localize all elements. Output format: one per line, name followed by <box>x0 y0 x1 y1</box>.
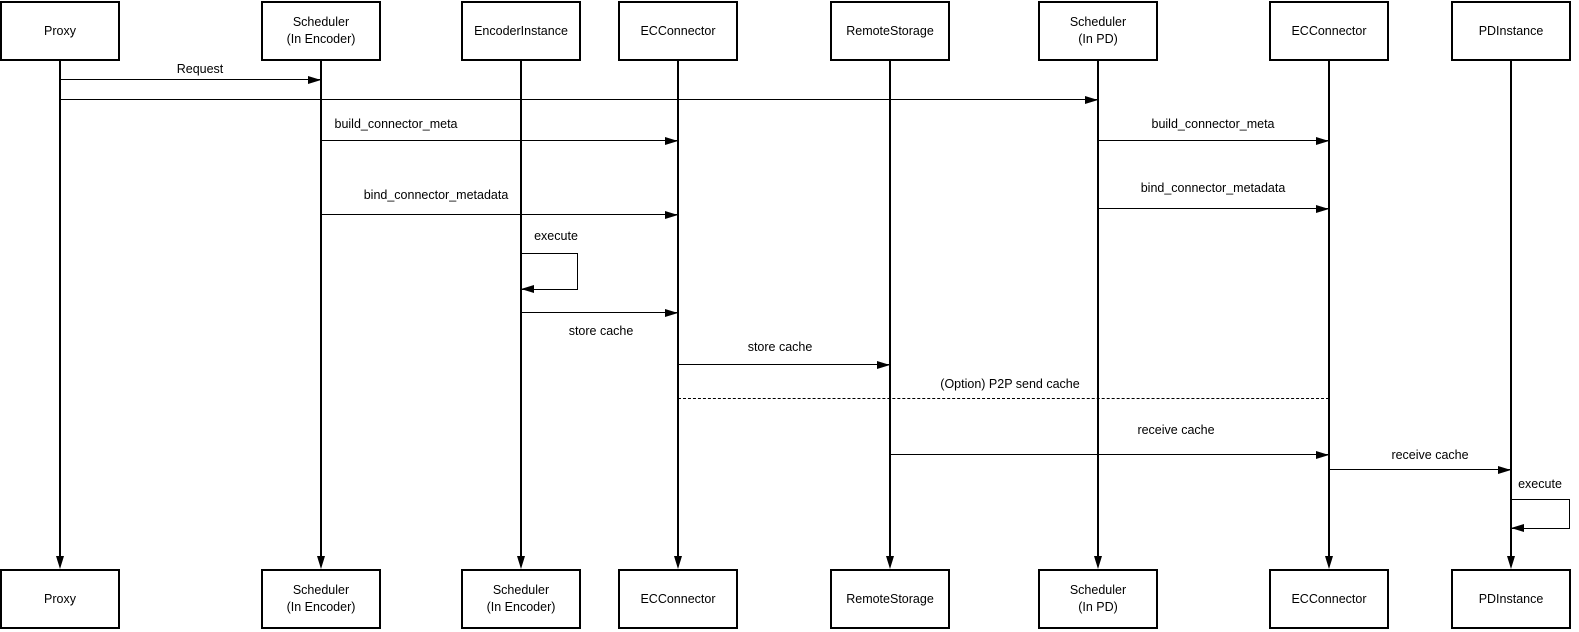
pd-instance-lifeline <box>1510 61 1512 566</box>
encoder-instance-lifeline <box>520 61 522 566</box>
receive-cache-from-remote-line <box>890 454 1329 456</box>
store-cache-to-remote-storage-label: store cache <box>747 340 813 354</box>
scheduler-in-encoder-bottom-label: Scheduler <box>292 583 350 598</box>
ec-connector-pd-lifeline-arrowhead <box>1324 556 1333 569</box>
pd-instance-top-label: PDInstance <box>1478 23 1544 38</box>
bind-connector-metadata-pd-arrowhead <box>1316 204 1329 213</box>
proxy-top-label: Proxy <box>44 23 76 38</box>
ec-connector-pd-bottom-box: ECConnector <box>1269 569 1389 629</box>
ec-connector-encoder-lifeline <box>677 61 679 566</box>
request-label: Request <box>176 62 224 76</box>
pd-instance-bottom-box: PDInstance <box>1451 569 1571 629</box>
ec-connector-encoder-lifeline-arrowhead <box>673 556 682 569</box>
ec-connector-pd-bottom-label: ECConnector <box>1291 591 1367 606</box>
proxy-lifeline-arrowhead <box>55 556 64 569</box>
encoder-instance-top-box: EncoderInstance <box>461 1 581 61</box>
ec-connector-pd-lifeline <box>1328 61 1330 566</box>
remote-storage-bottom-label: RemoteStorage <box>846 591 934 606</box>
store-cache-to-ecconnector-arrowhead <box>665 308 678 317</box>
proxy-lifeline <box>59 61 61 566</box>
pd-instance-bottom-label: PDInstance <box>1478 591 1544 606</box>
build-connector-meta-pd-label: build_connector_meta <box>1151 117 1275 131</box>
encoder-instance-bottom-label: Scheduler <box>492 583 550 598</box>
remote-storage-lifeline <box>889 61 891 566</box>
ec-connector-encoder-top-label: ECConnector <box>640 23 716 38</box>
receive-cache-to-pdinstance-line <box>1329 469 1511 471</box>
proxy-top-box: Proxy <box>0 1 120 61</box>
p2p-send-cache-line <box>678 398 1329 400</box>
pd-instance-top-box: PDInstance <box>1451 1 1571 61</box>
pd-instance-lifeline-arrowhead <box>1506 556 1515 569</box>
execute-encoder-label: execute <box>534 229 578 243</box>
bind-connector-metadata-encoder-label: bind_connector_metadata <box>363 188 509 202</box>
build-connector-meta-encoder-arrowhead <box>665 136 678 145</box>
p2p-send-cache-label: (Option) P2P send cache <box>940 377 1080 391</box>
execute-pd-label: execute <box>1518 477 1562 491</box>
build-connector-meta-pd-line <box>1098 140 1329 142</box>
bind-connector-metadata-encoder-line <box>321 214 678 216</box>
execute-encoder-arrowhead <box>521 284 534 293</box>
build-connector-meta-encoder-line <box>321 140 678 142</box>
build-connector-meta-encoder-label: build_connector_meta <box>334 117 458 131</box>
receive-cache-from-remote-arrowhead <box>1316 450 1329 459</box>
scheduler-in-encoder-top-box: Scheduler (In Encoder) <box>261 1 381 61</box>
scheduler-in-pd-top-label: Scheduler <box>1069 15 1127 30</box>
scheduler-in-pd-bottom-label: (In PD) <box>1078 600 1118 614</box>
scheduler-in-pd-bottom-box: Scheduler (In PD) <box>1038 569 1158 629</box>
build-connector-meta-pd-arrowhead <box>1316 136 1329 145</box>
remote-storage-bottom-box: RemoteStorage <box>830 569 950 629</box>
ec-connector-pd-top-label: ECConnector <box>1291 23 1367 38</box>
scheduler-in-encoder-lifeline-arrowhead <box>316 556 325 569</box>
proxy-to-pd-scheduler-line <box>60 99 1098 101</box>
remote-storage-top-box: RemoteStorage <box>830 1 950 61</box>
request-line <box>60 79 321 81</box>
execute-encoder-loop <box>521 253 578 290</box>
scheduler-in-encoder-bottom-label: (In Encoder) <box>286 600 356 614</box>
remote-storage-lifeline-arrowhead <box>885 556 894 569</box>
scheduler-in-encoder-bottom-box: Scheduler (In Encoder) <box>261 569 381 629</box>
ec-connector-encoder-bottom-box: ECConnector <box>618 569 738 629</box>
store-cache-to-remote-storage-arrowhead <box>877 360 890 369</box>
bind-connector-metadata-encoder-arrowhead <box>665 210 678 219</box>
scheduler-in-encoder-lifeline <box>320 61 322 566</box>
execute-pd-loop <box>1511 499 1570 529</box>
execute-pd-arrowhead <box>1511 523 1524 532</box>
encoder-instance-lifeline-arrowhead <box>516 556 525 569</box>
ec-connector-encoder-bottom-label: ECConnector <box>640 591 716 606</box>
store-cache-to-remote-storage-line <box>678 364 890 366</box>
scheduler-in-pd-lifeline <box>1097 61 1099 566</box>
scheduler-in-pd-bottom-label: Scheduler <box>1069 583 1127 598</box>
proxy-bottom-label: Proxy <box>44 591 76 606</box>
receive-cache-to-pdinstance-label: receive cache <box>1391 448 1469 462</box>
request-arrowhead <box>308 75 321 84</box>
store-cache-to-ecconnector-line <box>521 312 678 314</box>
bind-connector-metadata-pd-line <box>1098 208 1329 210</box>
scheduler-in-pd-top-box: Scheduler (In PD) <box>1038 1 1158 61</box>
scheduler-in-pd-lifeline-arrowhead <box>1093 556 1102 569</box>
bind-connector-metadata-pd-label: bind_connector_metadata <box>1140 181 1286 195</box>
scheduler-in-pd-top-label: (In PD) <box>1078 32 1118 46</box>
scheduler-in-encoder-top-label: (In Encoder) <box>286 32 356 46</box>
ec-connector-encoder-top-box: ECConnector <box>618 1 738 61</box>
encoder-instance-bottom-box: Scheduler (In Encoder) <box>461 569 581 629</box>
proxy-to-pd-scheduler-arrowhead <box>1085 95 1098 104</box>
store-cache-to-ecconnector-label: store cache <box>568 324 634 338</box>
receive-cache-to-pdinstance-arrowhead <box>1498 465 1511 474</box>
proxy-bottom-box: Proxy <box>0 569 120 629</box>
scheduler-in-encoder-top-label: Scheduler <box>292 15 350 30</box>
ec-connector-pd-top-box: ECConnector <box>1269 1 1389 61</box>
receive-cache-from-remote-label: receive cache <box>1137 423 1215 437</box>
remote-storage-top-label: RemoteStorage <box>846 23 934 38</box>
encoder-instance-top-label: EncoderInstance <box>474 23 568 38</box>
encoder-instance-bottom-label: (In Encoder) <box>486 600 556 614</box>
